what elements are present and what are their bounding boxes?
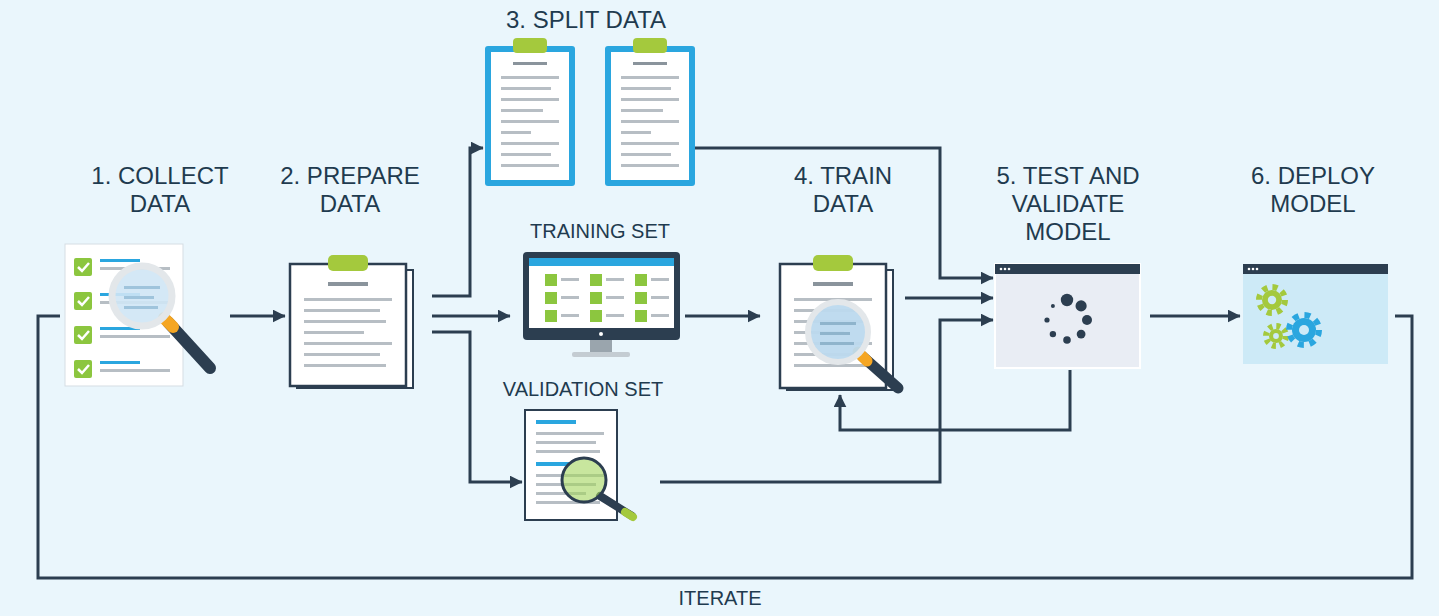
flow-connector (1150, 315, 1240, 318)
connector-label: ITERATE (673, 586, 768, 610)
step-illustration (483, 38, 695, 188)
flow-connector (660, 320, 993, 482)
deploy-model-step: 6. DEPLOY MODEL (1238, 162, 1395, 367)
training-set: TRAINING SET (490, 220, 710, 362)
flow-connector (432, 315, 510, 318)
flow-connector (905, 297, 993, 300)
step-heading: 2. PREPARE DATA (275, 162, 425, 218)
step-illustration (510, 252, 685, 362)
step-heading: VALIDATION SET (473, 378, 693, 401)
step-heading: 1. COLLECT DATA (85, 162, 235, 218)
flow-connector (685, 315, 760, 318)
flow-connector (38, 316, 1412, 578)
step-heading: 6. DEPLOY MODEL (1238, 162, 1388, 218)
flow-connector (432, 148, 483, 296)
step-heading: TRAINING SET (490, 220, 710, 243)
split-data-step: 3. SPLIT DATA (466, 6, 706, 188)
train-data-step: 4. TRAIN DATA (760, 162, 918, 395)
validation-set: VALIDATION SET (473, 378, 693, 524)
step-illustration (522, 408, 660, 524)
collect-data-step: 1. COLLECT DATA (60, 162, 235, 390)
step-illustration (993, 262, 1150, 370)
flow-connector (432, 332, 522, 482)
flow-connector (695, 148, 993, 278)
prepare-data-step: 2. PREPARE DATA (275, 162, 432, 392)
step-heading: 4. TRAIN DATA (768, 162, 918, 218)
test-validate-step: 5. TEST AND VALIDATE MODEL (983, 162, 1153, 370)
flow-connector (230, 315, 285, 318)
step-illustration (60, 240, 230, 390)
step-illustration (1240, 262, 1395, 367)
step-illustration (285, 252, 432, 392)
step-heading: 3. SPLIT DATA (466, 6, 706, 34)
step-heading: 5. TEST AND VALIDATE MODEL (983, 162, 1153, 246)
step-illustration (760, 250, 905, 395)
